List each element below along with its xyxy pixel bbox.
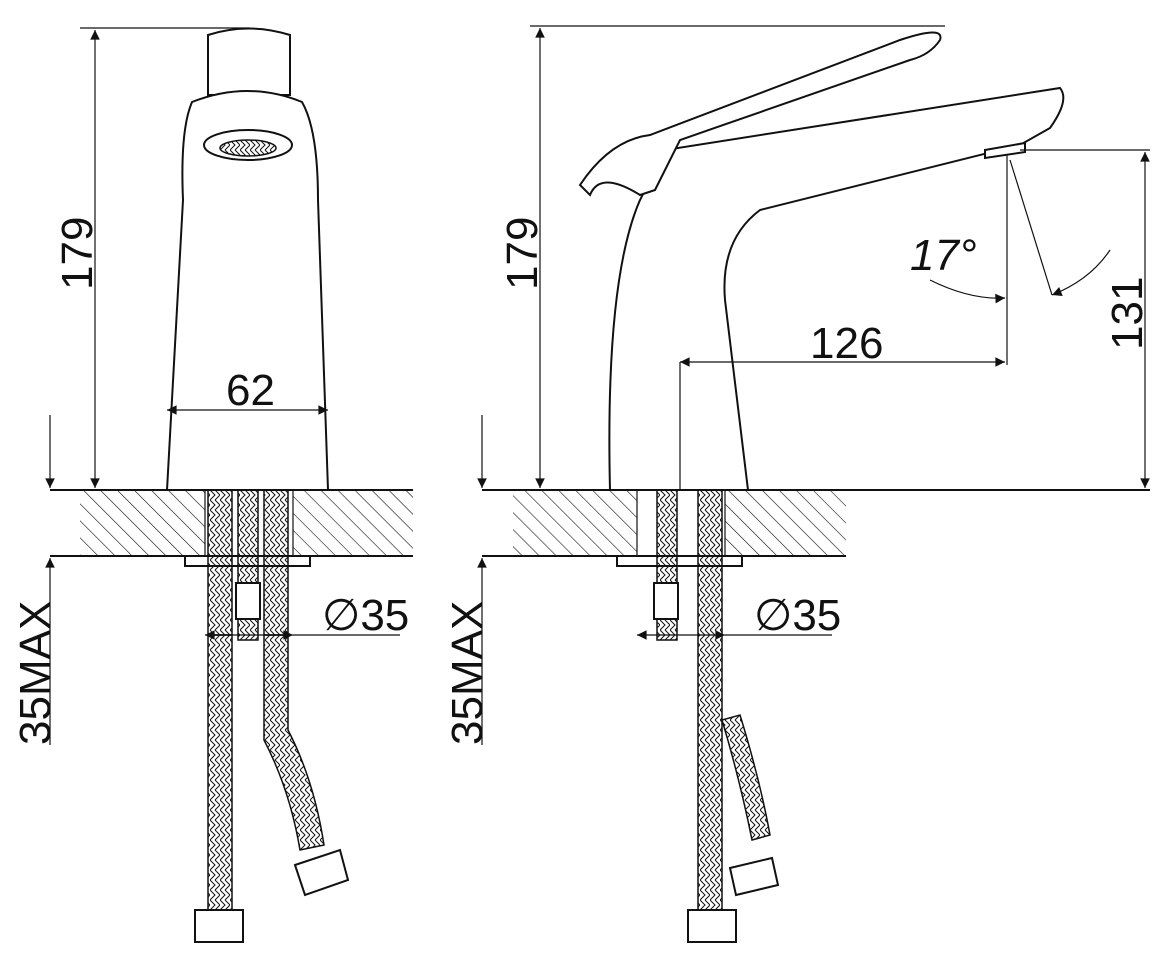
side-reach-label: 126	[810, 319, 883, 368]
side-spout-height-label: 131	[1103, 277, 1152, 350]
side-height-label: 179	[498, 217, 547, 290]
side-view: 179 126 131 17° 35MAX ∅35	[443, 25, 1152, 943]
front-faucet-body	[165, 27, 330, 491]
front-mounting-hardware	[184, 489, 350, 943]
front-view: 179 62 35MAX ∅35	[11, 27, 413, 943]
side-faucet-body	[578, 31, 1065, 491]
side-mounting-hardware	[616, 489, 780, 943]
side-angle-label: 17°	[910, 231, 977, 280]
front-dimensions	[45, 27, 400, 745]
side-hole-label: ∅35	[754, 591, 841, 640]
front-hole-label: ∅35	[322, 591, 409, 640]
side-dimensions	[477, 25, 1150, 745]
side-mount-label: 35MAX	[443, 601, 492, 745]
side-countertop	[482, 489, 1150, 557]
front-width-label: 62	[226, 366, 275, 415]
front-mount-label: 35MAX	[11, 601, 60, 745]
front-height-label: 179	[53, 217, 102, 290]
